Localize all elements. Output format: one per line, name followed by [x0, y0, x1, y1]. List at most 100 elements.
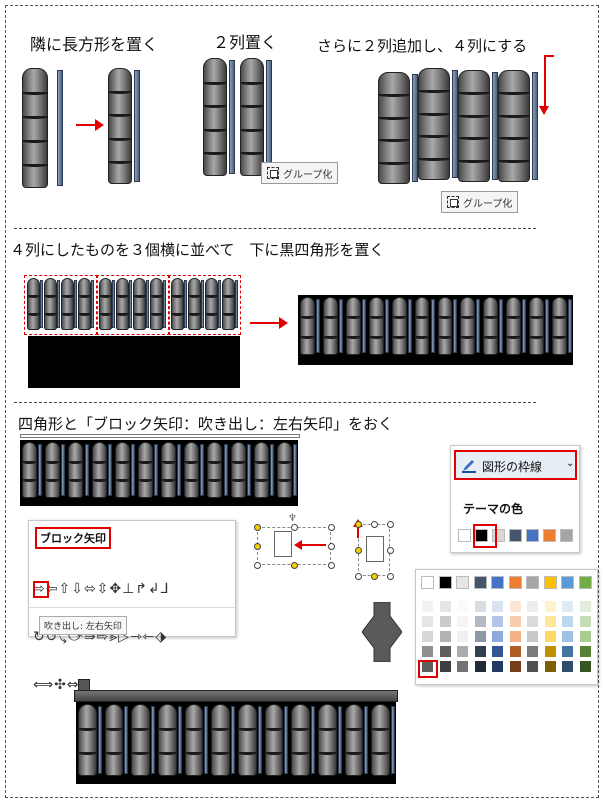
palette-shade[interactable]: [491, 630, 504, 643]
resize-handle[interactable]: [327, 542, 335, 550]
color-swatch[interactable]: [475, 529, 488, 542]
shape-grid[interactable]: ⇨⇦⇧⇩⬄⇳✥⊥↱↲⅃ ↻↺⤹⤻⇛⇨⪢▷⇾⇽⬗ ⟺✣⇔: [33, 549, 233, 725]
roof-tile: [150, 278, 163, 330]
palette-shade[interactable]: [526, 630, 539, 643]
resize-handle[interactable]: [370, 520, 378, 528]
palette-shade[interactable]: [421, 645, 434, 658]
palette-shade[interactable]: [561, 660, 574, 673]
palette-shade[interactable]: [543, 645, 557, 658]
roof-tile: [498, 70, 530, 182]
palette-shade[interactable]: [561, 645, 574, 658]
resize-handle[interactable]: [354, 572, 362, 580]
resize-handle[interactable]: [386, 572, 394, 580]
palette-shade[interactable]: [456, 660, 469, 673]
resize-handle[interactable]: [253, 523, 261, 531]
roof-tile: [137, 442, 153, 498]
palette-shade[interactable]: [526, 645, 539, 658]
palette-shade[interactable]: [491, 645, 504, 658]
palette-swatch[interactable]: [473, 576, 487, 589]
resize-handle[interactable]: [253, 561, 261, 569]
palette-swatch[interactable]: [508, 576, 522, 589]
palette-shade[interactable]: [473, 630, 487, 643]
resize-handle[interactable]: [290, 561, 298, 569]
blue-rectangle: [338, 299, 343, 353]
palette-shade[interactable]: [473, 600, 487, 613]
palette-shade[interactable]: [561, 615, 574, 628]
shape-row-3[interactable]: ⟺✣⇔: [33, 677, 80, 693]
palette-shade[interactable]: [491, 615, 504, 628]
palette-shade[interactable]: [508, 615, 522, 628]
palette-swatch[interactable]: [421, 576, 434, 589]
palette-shade[interactable]: [543, 630, 557, 643]
resize-handle[interactable]: [354, 546, 362, 554]
palette-shade[interactable]: [491, 600, 504, 613]
palette-shade[interactable]: [508, 630, 522, 643]
selected-gray-swatch: [418, 660, 438, 678]
palette-shade[interactable]: [456, 600, 469, 613]
palette-shade[interactable]: [491, 660, 504, 673]
color-swatch[interactable]: [560, 529, 573, 542]
palette-shade[interactable]: [456, 615, 469, 628]
palette-shade[interactable]: [578, 600, 592, 613]
resize-handle[interactable]: [327, 561, 335, 569]
group-button-2[interactable]: グループ化: [441, 191, 519, 213]
group-button-1[interactable]: グループ化: [261, 162, 339, 184]
palette-shade[interactable]: [508, 600, 522, 613]
resize-handle[interactable]: [253, 542, 261, 550]
palette-shade[interactable]: [438, 615, 452, 628]
palette-shade[interactable]: [473, 645, 487, 658]
palette-shade[interactable]: [456, 630, 469, 643]
roof-tile: [184, 704, 204, 776]
palette-shade[interactable]: [561, 630, 574, 643]
resize-handle[interactable]: [386, 546, 394, 554]
resize-handle[interactable]: [327, 523, 335, 531]
palette-shade[interactable]: [508, 645, 522, 658]
color-swatch[interactable]: [458, 529, 471, 542]
palette-shade[interactable]: [526, 615, 539, 628]
palette-shade[interactable]: [561, 600, 574, 613]
palette-shade[interactable]: [438, 630, 452, 643]
palette-swatch[interactable]: [491, 576, 504, 589]
palette-shade[interactable]: [578, 615, 592, 628]
blue-rectangle: [200, 444, 205, 496]
palette-shade[interactable]: [526, 600, 539, 613]
palette-shade[interactable]: [473, 660, 487, 673]
palette-shade[interactable]: [421, 600, 434, 613]
palette-shade[interactable]: [421, 630, 434, 643]
palette-shade[interactable]: [543, 615, 557, 628]
resize-handle[interactable]: [290, 523, 298, 531]
color-swatch[interactable]: [509, 529, 522, 542]
palette-swatch[interactable]: [561, 576, 574, 589]
palette-shade[interactable]: [526, 660, 539, 673]
palette-shade[interactable]: [438, 600, 452, 613]
palette-swatch[interactable]: [438, 576, 452, 589]
blue-rectangle: [246, 444, 251, 496]
shape-row-1[interactable]: ⇨⇦⇧⇩⬄⇳✥⊥↱↲⅃: [33, 581, 170, 597]
roof-tile: [483, 297, 499, 355]
palette-shade[interactable]: [456, 645, 469, 658]
roof-tile: [184, 442, 200, 498]
palette-swatch[interactable]: [456, 576, 469, 589]
blue-rectangle: [146, 280, 149, 328]
color-swatch[interactable]: [543, 529, 556, 542]
palette-shade[interactable]: [578, 645, 592, 658]
resize-handle[interactable]: [386, 520, 394, 528]
roof-tile: [368, 297, 384, 355]
resize-handle[interactable]: [370, 572, 378, 580]
palette-shade[interactable]: [438, 660, 452, 673]
palette-swatch[interactable]: [526, 576, 539, 589]
blue-rectangle: [61, 444, 66, 496]
color-swatch[interactable]: [526, 529, 539, 542]
palette-swatch[interactable]: [578, 576, 592, 589]
outline-dropdown[interactable]: [454, 450, 577, 480]
palette-shade[interactable]: [578, 660, 592, 673]
palette-shade[interactable]: [421, 615, 434, 628]
palette-shade[interactable]: [473, 615, 487, 628]
palette-shade[interactable]: [543, 600, 557, 613]
palette-shade[interactable]: [543, 660, 557, 673]
palette-shade[interactable]: [578, 630, 592, 643]
palette-shade[interactable]: [508, 660, 522, 673]
palette-swatch[interactable]: [543, 576, 557, 589]
resize-handle[interactable]: [354, 520, 362, 528]
palette-shade[interactable]: [438, 645, 452, 658]
